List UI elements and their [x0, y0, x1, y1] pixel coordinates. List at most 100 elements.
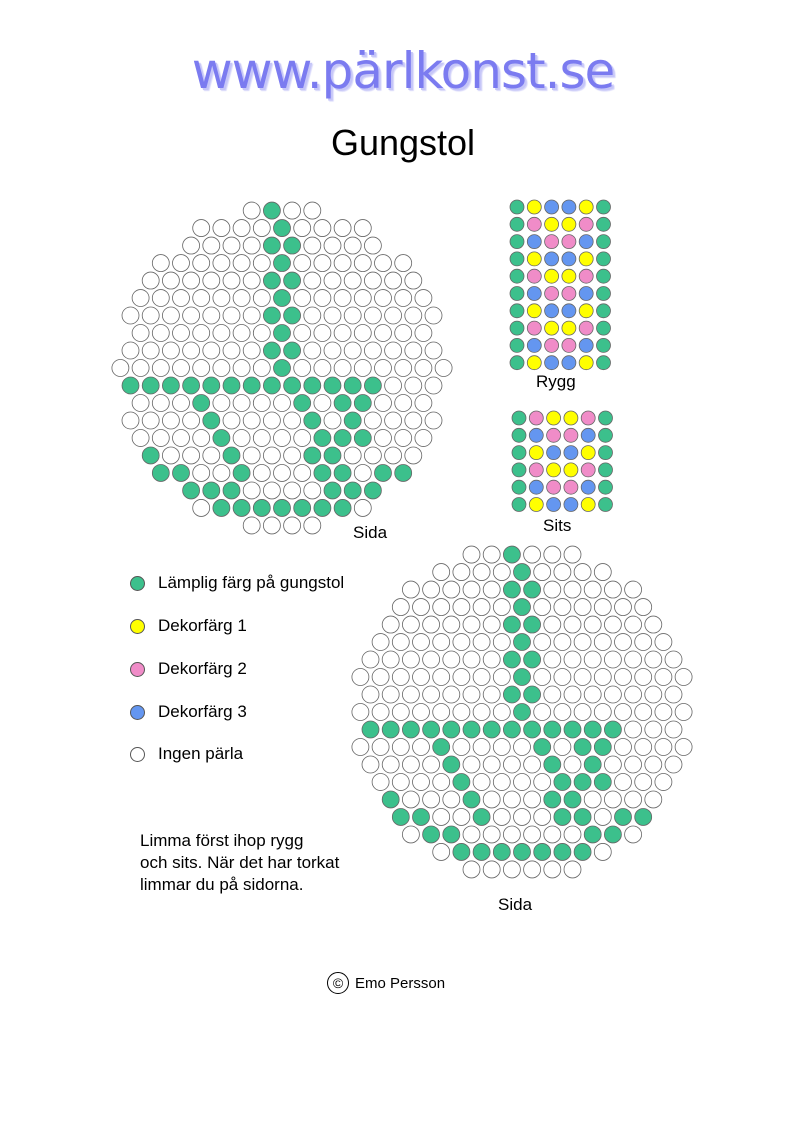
bead-green: [333, 394, 352, 412]
bead-empty: [432, 598, 451, 616]
bead-empty: [202, 446, 221, 465]
bead-empty: [563, 860, 582, 879]
bead-green: [323, 446, 342, 465]
bead-empty: [252, 324, 271, 342]
bead-B: [580, 479, 596, 495]
bead-empty: [353, 219, 372, 237]
bead-empty: [404, 306, 423, 325]
bead-empty: [462, 580, 481, 599]
bead-G: [596, 286, 611, 301]
bead-green: [513, 668, 531, 686]
bead-empty: [614, 633, 632, 651]
bead-P: [578, 216, 594, 232]
back-label: Rygg: [536, 372, 576, 391]
bead-empty: [452, 738, 471, 756]
bead-empty: [361, 755, 380, 774]
bead-empty: [434, 359, 453, 377]
bead-G: [511, 479, 527, 495]
bead-green: [523, 720, 541, 739]
bead-empty: [242, 481, 261, 500]
bead-G: [509, 337, 525, 353]
bead-green: [452, 843, 471, 861]
bead-P: [526, 216, 542, 232]
bead-green: [313, 464, 332, 482]
bead-empty: [222, 341, 241, 360]
bead-empty: [634, 668, 653, 686]
bead-empty: [333, 219, 352, 237]
bead-empty: [371, 773, 390, 791]
bead-empty: [263, 481, 281, 500]
bead-empty: [573, 703, 592, 721]
bead-empty: [141, 271, 160, 290]
copyright: © Emo Persson: [327, 972, 445, 994]
bead-empty: [634, 738, 653, 756]
bead-empty: [503, 825, 521, 844]
bead-empty: [424, 306, 443, 325]
bead-green: [353, 429, 372, 447]
bead-Y: [561, 216, 577, 232]
bead-empty: [553, 633, 572, 651]
bead-B: [563, 497, 579, 512]
bead-empty: [131, 324, 150, 342]
bead-empty: [452, 598, 471, 616]
bead-empty: [414, 429, 433, 447]
bead-empty: [513, 773, 531, 791]
bead-empty: [303, 201, 322, 220]
bead-empty: [333, 359, 352, 377]
bead-empty: [232, 289, 251, 307]
bead-B: [544, 199, 559, 215]
bead-empty: [263, 516, 281, 535]
bead-B: [526, 286, 542, 301]
bead-B: [526, 337, 542, 353]
bead-empty: [394, 324, 413, 342]
bead-empty: [553, 598, 572, 616]
bead-green: [263, 201, 281, 220]
bead-Y: [580, 497, 596, 512]
bead-empty: [303, 516, 322, 535]
bead-empty: [131, 394, 150, 412]
bead-green: [394, 464, 413, 482]
bead-empty: [283, 411, 301, 430]
legend-item-decor-3: Dekorfärg 3: [130, 701, 247, 723]
bead-empty: [121, 341, 140, 360]
bead-green: [513, 633, 531, 651]
bead-green: [313, 429, 332, 447]
bead-empty: [422, 790, 440, 809]
bead-empty: [412, 633, 430, 651]
bead-P: [578, 268, 594, 284]
bead-empty: [202, 236, 221, 255]
bead-green: [573, 773, 592, 791]
bead-green: [222, 446, 241, 465]
bead-empty: [492, 633, 511, 651]
bead-G: [509, 216, 525, 232]
bead-Y: [526, 303, 542, 319]
bead-Y: [526, 251, 542, 267]
bead-empty: [593, 808, 612, 826]
bead-empty: [432, 633, 451, 651]
bead-empty: [121, 411, 140, 430]
bead-P: [546, 479, 561, 495]
bead-empty: [482, 825, 501, 844]
bead-empty: [353, 359, 372, 377]
back-panel: [509, 199, 611, 371]
bead-G: [596, 251, 611, 267]
bead-empty: [242, 446, 261, 465]
bead-green: [513, 703, 531, 721]
bead-empty: [412, 668, 430, 686]
bead-green: [573, 738, 592, 756]
bead-empty: [472, 563, 491, 581]
bead-green: [442, 825, 461, 844]
bead-empty: [371, 738, 390, 756]
bead-green: [513, 843, 531, 861]
bead-green: [583, 825, 602, 844]
bead-empty: [492, 738, 511, 756]
bead-empty: [192, 499, 211, 517]
bead-empty: [644, 720, 663, 739]
bead-G: [509, 251, 525, 267]
bead-B: [561, 303, 577, 319]
bead-green: [553, 843, 572, 861]
bead-green: [472, 808, 491, 826]
bead-empty: [442, 685, 461, 704]
bead-G: [596, 199, 611, 215]
bead-empty: [242, 411, 261, 430]
